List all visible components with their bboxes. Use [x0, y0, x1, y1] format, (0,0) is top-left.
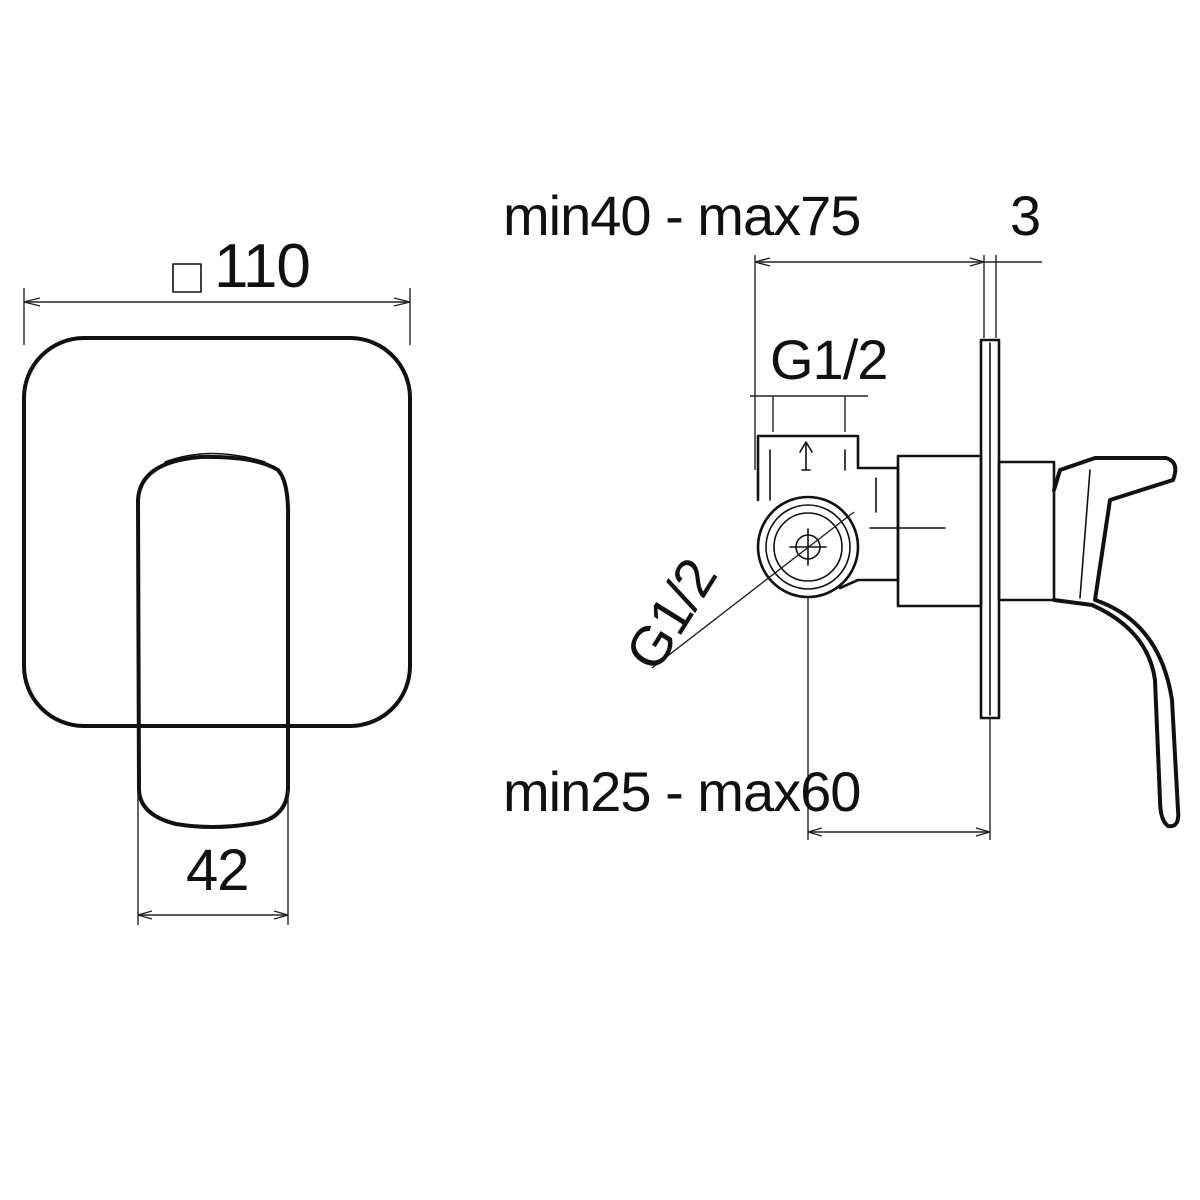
width-label: 110 [214, 232, 311, 301]
front-view [22, 263, 412, 925]
top-thread-label: G1/2 [770, 328, 888, 391]
inlet-circle-2 [773, 512, 843, 582]
square-symbol-icon [172, 263, 202, 293]
inlet-circle-1 [765, 504, 851, 590]
lever-handle-edge [1079, 469, 1091, 599]
width-dim-arrows [23, 297, 411, 307]
depth-dim-arrows [754, 257, 985, 267]
flow-arrow-icon [799, 441, 813, 471]
handle-dim-arrows [137, 910, 289, 920]
depth-range-label: min40 - max75 [503, 184, 861, 247]
handle-outline [136, 454, 291, 829]
side-view [651, 255, 1181, 840]
handle-top-detail [164, 452, 266, 463]
side-thread-leader [651, 511, 855, 669]
plate-thickness-label: 3 [1010, 184, 1041, 247]
handle-collar [997, 460, 1056, 602]
cover-plate-outline [22, 336, 412, 728]
lever-handle [1052, 456, 1181, 829]
offset-range-label: min25 - max60 [503, 760, 861, 823]
body-cylinder [896, 454, 983, 608]
offset-dim-arrows [807, 827, 991, 837]
handle-width-label: 42 [186, 838, 250, 903]
